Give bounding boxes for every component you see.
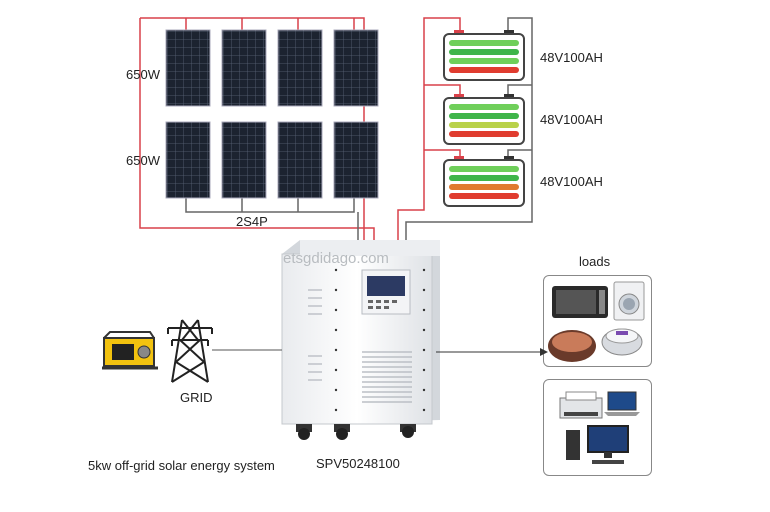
caster-wheels xyxy=(296,424,416,440)
office-equipment-group xyxy=(559,391,640,464)
lcd-display-icon xyxy=(367,276,405,296)
loads-title: loads xyxy=(579,254,611,269)
desktop-computer-icon xyxy=(566,425,629,464)
solar-panel xyxy=(277,29,323,107)
panel-power-bottom: 650W xyxy=(126,153,160,168)
electric-griddle-icon xyxy=(548,330,596,362)
watermark: etsgdidago.com xyxy=(283,250,389,267)
vent-grille xyxy=(308,289,412,403)
panel-power-top: 650W xyxy=(126,67,160,82)
battery-label: 48V100AH xyxy=(540,112,603,127)
battery-label: 48V100AH xyxy=(540,50,603,65)
generator-icon xyxy=(102,331,158,370)
battery xyxy=(443,94,525,145)
solar-panel xyxy=(333,121,379,199)
laptop-icon xyxy=(604,391,640,416)
inverter-cabinet xyxy=(281,240,440,440)
battery xyxy=(443,30,525,81)
solar-panel xyxy=(277,121,323,199)
panel-config: 2S4P xyxy=(236,214,268,229)
solar-panel xyxy=(165,121,211,199)
grid-label: GRID xyxy=(180,390,213,405)
printer-icon xyxy=(559,391,603,419)
washing-machine-icon xyxy=(613,281,645,321)
transmission-tower-icon xyxy=(167,319,213,383)
rice-cooker-icon xyxy=(601,328,643,356)
appliances-group xyxy=(548,281,645,362)
inverter-model: SPV50248100 xyxy=(316,456,400,471)
solar-panels xyxy=(165,29,379,199)
battery xyxy=(443,156,525,207)
solar-panel xyxy=(165,29,211,107)
output-arrow xyxy=(436,348,548,356)
battery-label: 48V100AH xyxy=(540,174,603,189)
battery-bank xyxy=(443,30,525,207)
microwave-icon xyxy=(552,286,608,318)
system-caption: 5kw off-grid solar energy system xyxy=(88,458,275,473)
solar-panel xyxy=(221,29,267,107)
solar-panel xyxy=(221,121,267,199)
solar-panel xyxy=(333,29,379,107)
